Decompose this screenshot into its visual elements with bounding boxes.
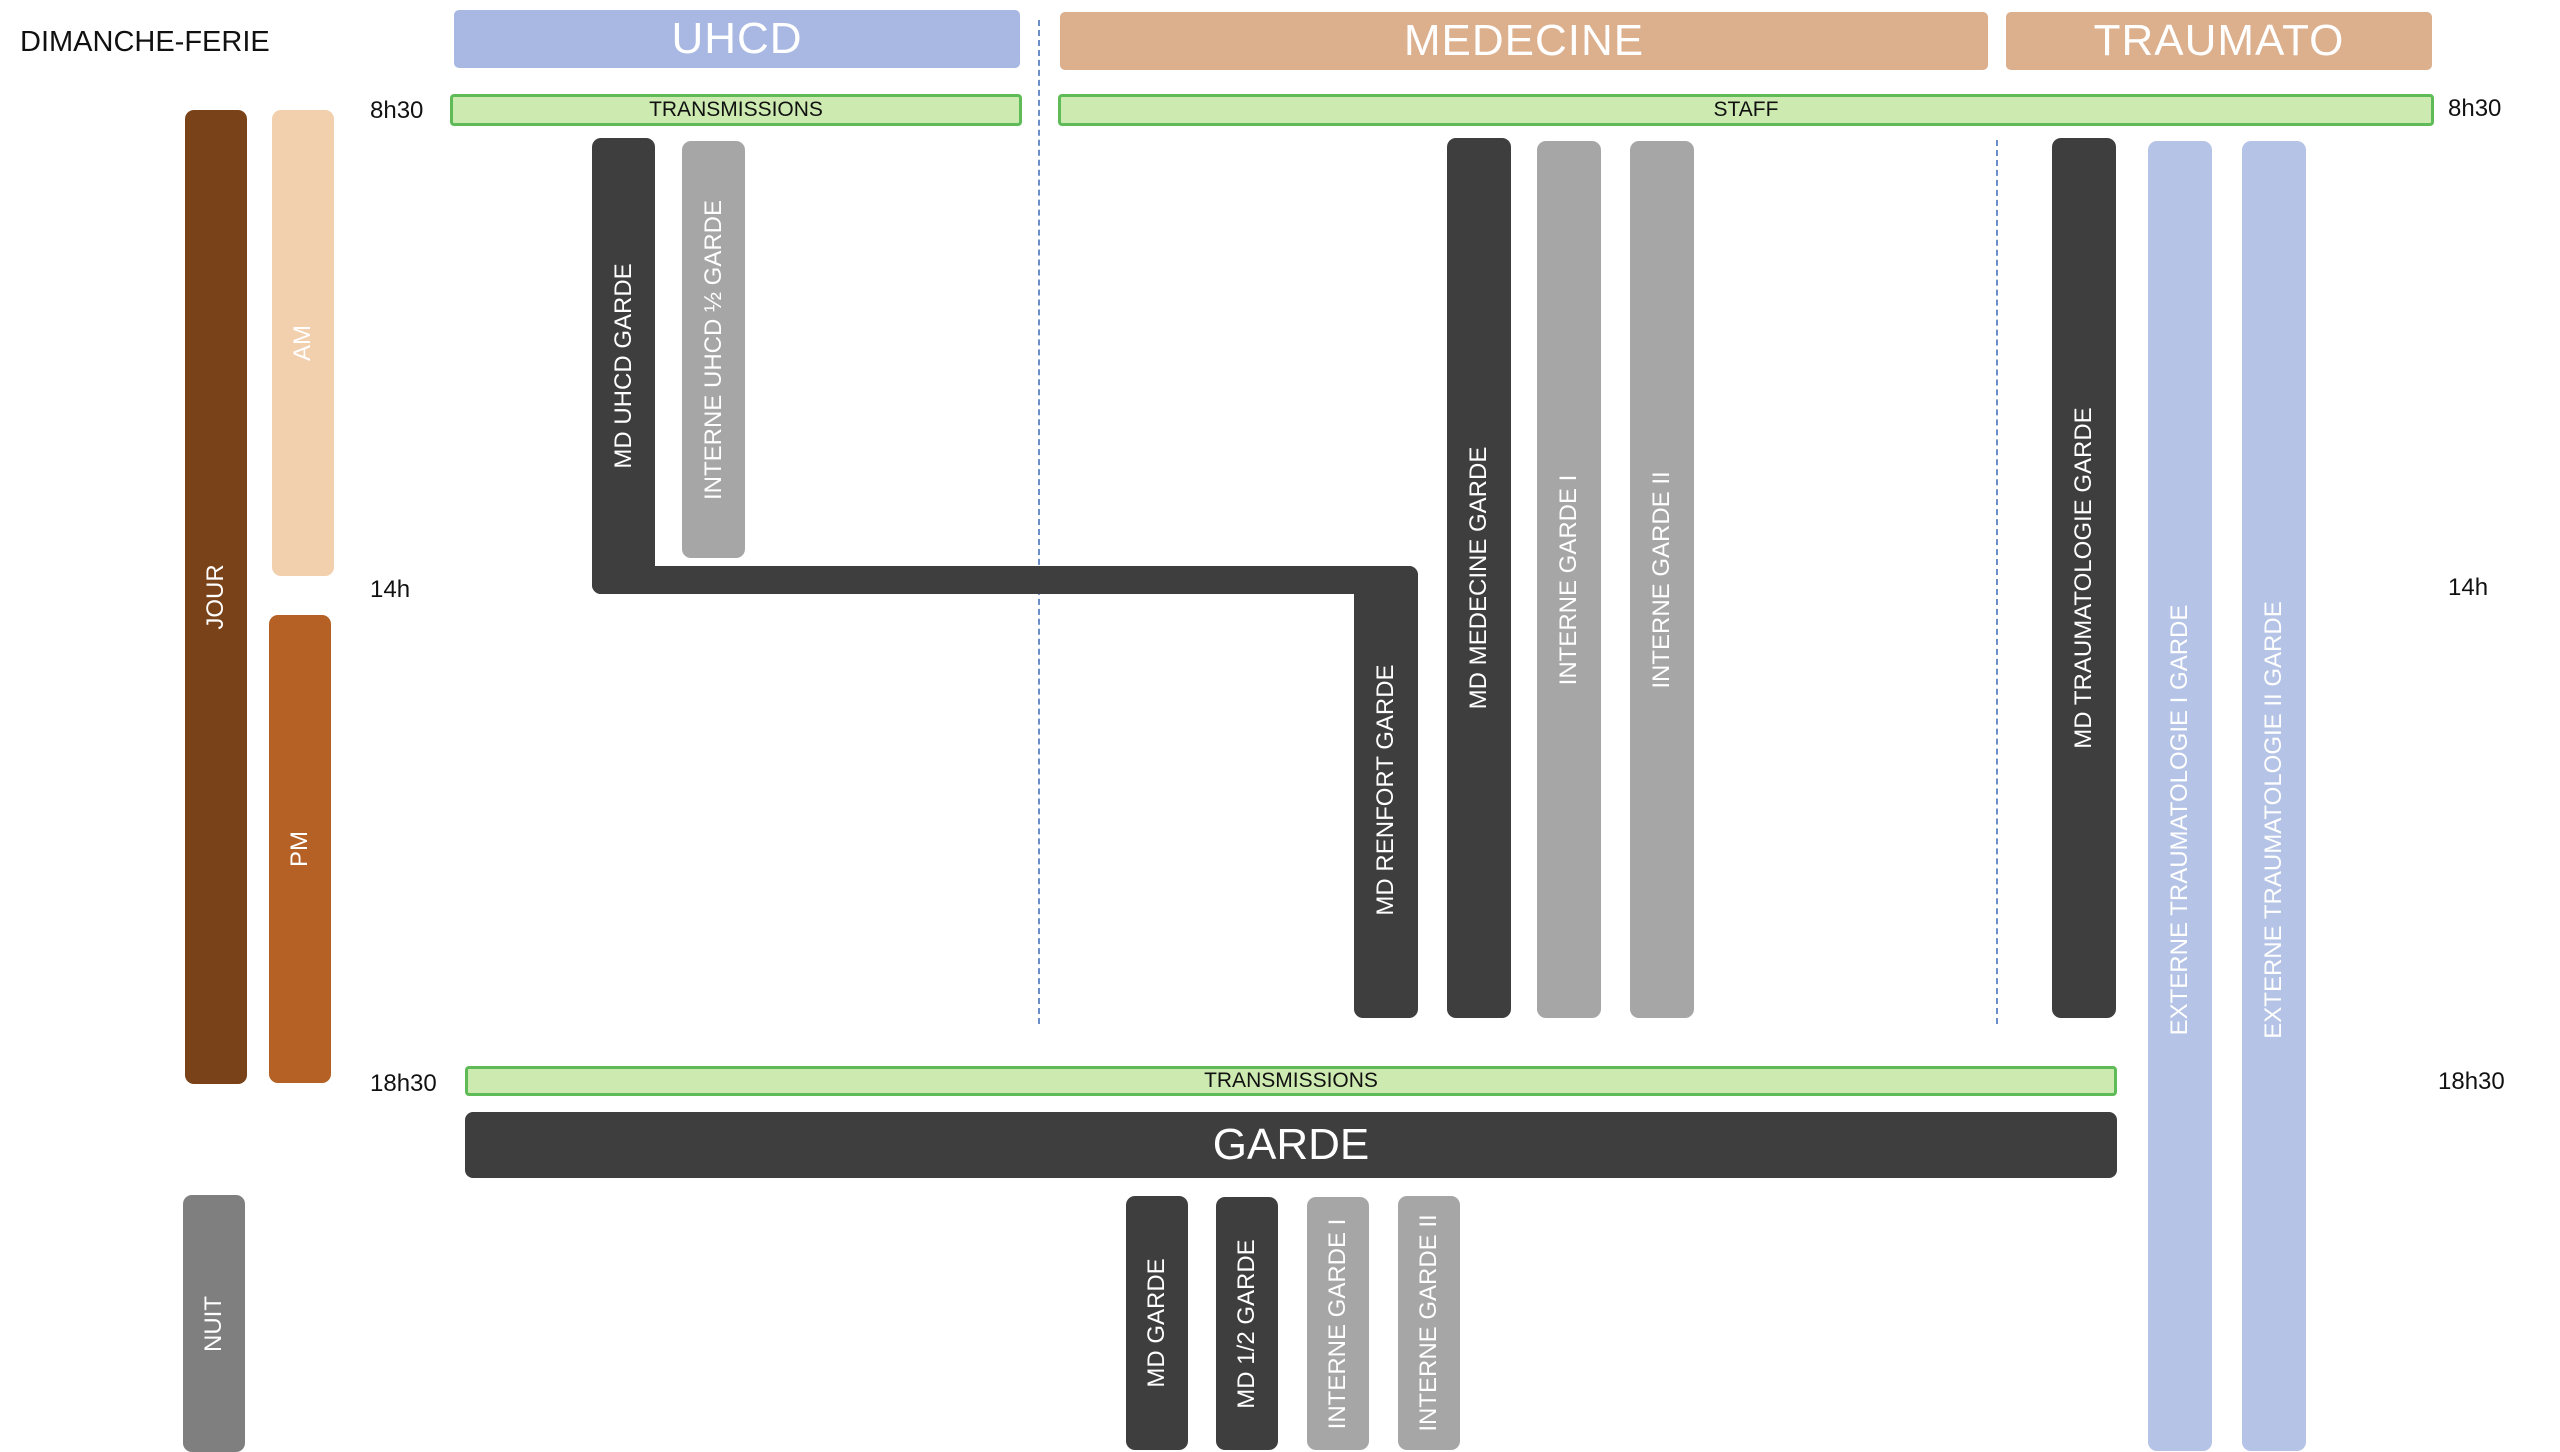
period-pm-label: PM xyxy=(286,831,313,867)
shift-externe-traumatologie-1: EXTERNE TRAUMATOLOGIE I GARDE xyxy=(2148,141,2212,1451)
shift-externe-traumatologie-2: EXTERNE TRAUMATOLOGIE II GARDE xyxy=(2242,141,2306,1451)
shift-interne-garde-1: INTERNE GARDE I xyxy=(1537,141,1601,1018)
shift-md-medecine-garde: MD MEDECINE GARDE xyxy=(1447,138,1511,1018)
header-traumato: TRAUMATO xyxy=(2006,12,2432,70)
period-am: AM xyxy=(272,110,334,576)
night-interne-garde-1-label: INTERNE GARDE I xyxy=(1324,1218,1351,1429)
band-staff: STAFF xyxy=(1058,94,2434,126)
period-am-label: AM xyxy=(289,325,316,361)
night-interne-garde-1: INTERNE GARDE I xyxy=(1307,1197,1369,1450)
period-pm: PM xyxy=(269,615,331,1083)
period-nuit-label: NUIT xyxy=(200,1295,227,1352)
shift-interne-uhcd-half-garde-label: INTERNE UHCD ½ GARDE xyxy=(699,199,727,500)
shift-md-medecine-garde-label: MD MEDECINE GARDE xyxy=(1465,446,1492,710)
time-label-14h-right: 14h xyxy=(2448,574,2489,601)
period-jour-label: JOUR xyxy=(202,564,229,630)
connector-uhcd-renfort xyxy=(592,566,1418,594)
band-transmissions-top: TRANSMISSIONS xyxy=(450,94,1022,126)
shift-md-traumatologie-garde: MD TRAUMATOLOGIE GARDE xyxy=(2052,138,2116,1018)
shift-md-traumatologie-garde-label: MD TRAUMATOLOGIE GARDE xyxy=(2070,407,2097,749)
header-uhcd: UHCD xyxy=(454,10,1020,68)
period-jour: JOUR xyxy=(185,110,247,1084)
night-md-garde: MD GARDE xyxy=(1126,1196,1188,1450)
night-md-half-garde: MD 1/2 GARDE xyxy=(1216,1197,1278,1450)
shift-md-renfort-garde: MD RENFORT GARDE xyxy=(1354,566,1418,1018)
band-transmissions-bottom: TRANSMISSIONS xyxy=(465,1066,2117,1096)
header-medecine: MEDECINE xyxy=(1060,12,1988,70)
night-md-half-garde-label: MD 1/2 GARDE xyxy=(1233,1238,1260,1409)
garde-label: GARDE xyxy=(1212,1120,1370,1169)
shift-externe-traumatologie-1-label: EXTERNE TRAUMATOLOGIE I GARDE xyxy=(2166,604,2193,1036)
shift-md-uhcd-garde-label: MD UHCD GARDE xyxy=(609,263,637,469)
time-label-8h30-left: 8h30 xyxy=(370,97,424,124)
shift-interne-garde-2-label: INTERNE GARDE II xyxy=(1648,471,1675,689)
shift-interne-uhcd-half-garde: INTERNE UHCD ½ GARDE xyxy=(682,141,745,558)
separator-uhcd-medecine xyxy=(1038,20,1040,1024)
night-md-garde-label: MD GARDE xyxy=(1143,1258,1170,1388)
time-label-18h30-right: 18h30 xyxy=(2438,1068,2505,1095)
shift-interne-garde-2: INTERNE GARDE II xyxy=(1630,141,1694,1018)
garde-bar: GARDE xyxy=(465,1112,2117,1178)
time-label-8h30-right: 8h30 xyxy=(2448,95,2502,122)
time-label-18h30-left: 18h30 xyxy=(370,1070,437,1097)
shift-interne-garde-1-label: INTERNE GARDE I xyxy=(1555,474,1582,686)
period-nuit: NUIT xyxy=(183,1195,245,1452)
night-interne-garde-2-label: INTERNE GARDE II xyxy=(1415,1214,1442,1432)
shift-md-renfort-garde-label: MD RENFORT GARDE xyxy=(1372,664,1399,916)
page-title: DIMANCHE-FERIE xyxy=(20,26,270,58)
shift-md-uhcd-garde: MD UHCD GARDE xyxy=(592,138,655,594)
night-interne-garde-2: INTERNE GARDE II xyxy=(1398,1196,1460,1450)
time-label-14h-left: 14h xyxy=(370,576,411,603)
separator-medecine-traumato xyxy=(1996,140,1998,1024)
shift-externe-traumatologie-2-label: EXTERNE TRAUMATOLOGIE II GARDE xyxy=(2260,601,2287,1039)
